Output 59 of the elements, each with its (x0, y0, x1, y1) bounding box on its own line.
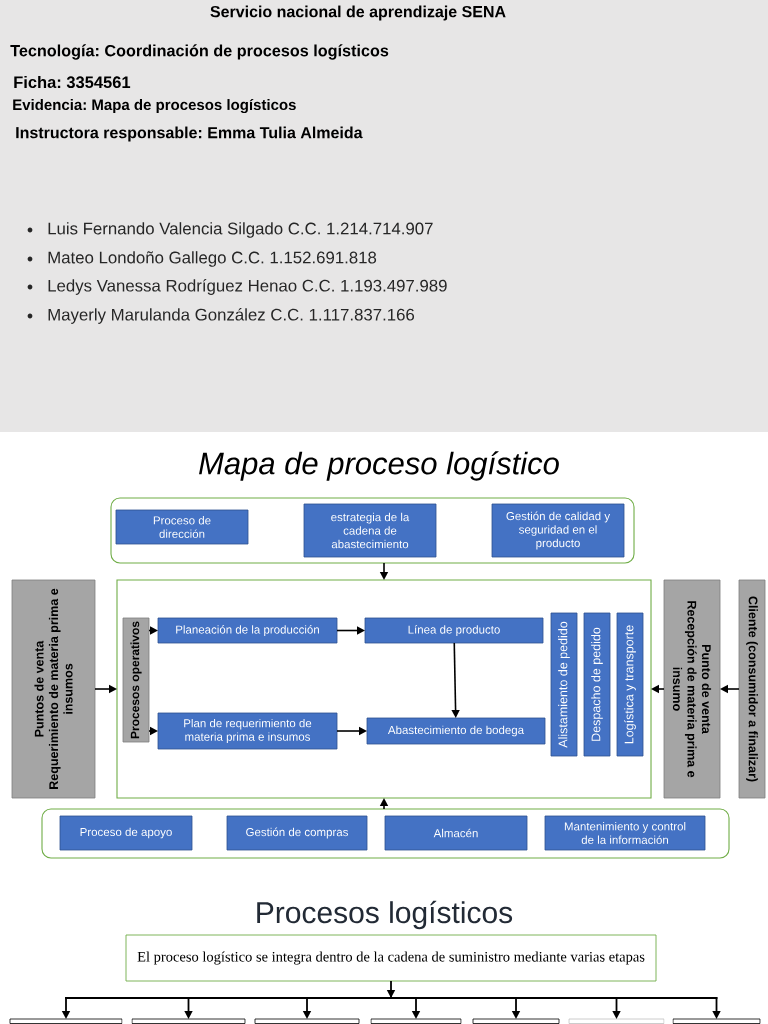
arrow (336, 626, 365, 635)
arrow (379, 798, 389, 810)
info-text: Instructora responsable: Emma Tulia Almeida (16, 126, 363, 142)
side-box: Cliente (consumidor a finalizar) (738, 579, 766, 799)
process-box: estrategia de la cadena de abastecimiento (303, 503, 437, 558)
section-title: Procesos logísticos (257, 900, 513, 930)
arrow (386, 980, 396, 999)
step-box (568, 1018, 665, 1024)
process-box: Despacho de pedido (583, 612, 611, 757)
step-box (672, 1018, 761, 1024)
arrow (94, 684, 117, 694)
side-box: Punto de venta Recepción de materia prima e insumo (663, 579, 721, 799)
side-box: Puntos de venta Requerimiento de materia prima e insumos (11, 579, 96, 799)
step-box (131, 1018, 246, 1024)
arrow (379, 562, 389, 580)
process-box: Abastecimiento de bodega (366, 717, 546, 745)
process-box: Alistamiento de pedido (550, 612, 578, 757)
group-box (41, 808, 730, 859)
process-box: Línea de producto (364, 617, 544, 644)
list-item: Mayerly Marulanda González C.C. 1.117.837.166 (48, 308, 415, 324)
arrow (302, 996, 312, 1019)
info-text: Tecnología: Coordinación de procesos logísticos (10, 44, 389, 60)
step-box (472, 1018, 560, 1024)
arrow (336, 726, 367, 736)
step-box (254, 1018, 360, 1024)
step-box (9, 1018, 123, 1024)
arrow (148, 726, 158, 736)
page-heading: Servicio nacional de aprendizaje SENA (210, 5, 506, 21)
arrow (411, 996, 421, 1019)
process-box: Gestión de calidad y seguridad en el producto (491, 503, 625, 558)
arrow (451, 642, 460, 718)
arrow (511, 996, 521, 1019)
arrow (612, 996, 621, 1019)
process-box: Mantenimiento y control de la información (544, 815, 706, 851)
process-box: Plan de requerimiento de materia prima e insumos (157, 712, 338, 750)
process-box: Proceso de dirección (115, 509, 249, 545)
list-item: Mateo Londoño Gallego C.C. 1.152.691.818 (48, 251, 377, 267)
group-box (110, 497, 635, 564)
info-text: Evidencia: Mapa de procesos logísticos (13, 98, 296, 114)
list-item: Luis Fernando Valencia Silgado C.C. 1.214.714.907 (48, 222, 433, 238)
list-item: Ledys Vanessa Rodríguez Henao C.C. 1.193.497.989 (48, 279, 447, 295)
process-box: Logística y transporte (616, 612, 644, 757)
statement-box: El proceso logístico se integra dentro de la cadena de suministro mediante varias etapas (125, 934, 657, 982)
arrow (61, 996, 71, 1019)
section-title: Mapa de proceso logístico (199, 451, 559, 481)
arrow (720, 684, 740, 694)
arrow (184, 996, 193, 1019)
step-box (370, 1018, 462, 1024)
category-box: Procesos operativos (122, 617, 150, 743)
arrow (712, 996, 721, 1019)
process-box: Almacén (384, 815, 528, 851)
arrow (148, 626, 158, 635)
info-text: Ficha: 3354561 (14, 75, 131, 89)
process-box: Planeación de la producción (157, 617, 338, 644)
process-box: Gestión de compras (226, 815, 368, 851)
group-box (116, 579, 652, 799)
arrow (651, 684, 665, 694)
process-box: Proceso de apoyo (59, 815, 193, 851)
connector-line (64, 997, 719, 999)
